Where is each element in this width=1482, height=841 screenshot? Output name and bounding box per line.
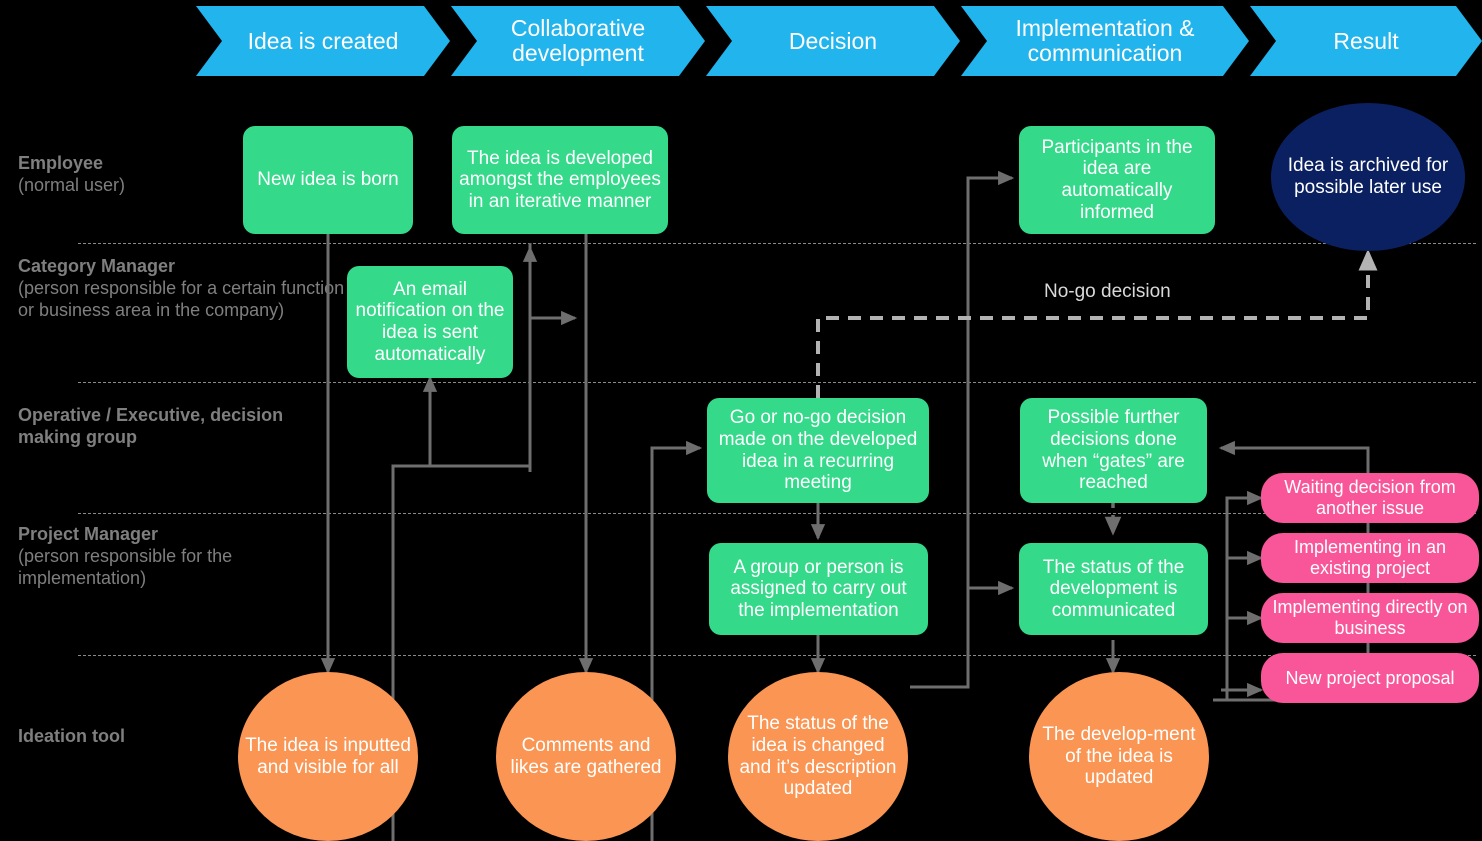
edge-to-waiting-decision (1225, 490, 1264, 700)
node-label: Waiting decision from another issue (1284, 477, 1456, 518)
edge-label-no-go-decision: No-go decision (1044, 281, 1171, 302)
lane-divider-employee-category (78, 243, 1476, 244)
lane-title: Operative / Executive, decision making g… (18, 405, 284, 447)
phase-label: Collaborative development (510, 15, 646, 66)
lane-subtitle: (person responsible for a certain functi… (18, 277, 345, 320)
phase-label: Idea is created (247, 27, 399, 54)
lane-title: Project Manager (18, 524, 159, 544)
phase-label: Implementation & communication (1015, 15, 1195, 66)
node-label: The develop-ment of the idea is updated (1042, 724, 1196, 789)
node-label: A group or person is assigned to carry o… (730, 556, 907, 621)
phase-chevron-result[interactable]: Result (1250, 6, 1482, 76)
lane-subtitle: (person responsible for the implementati… (18, 545, 233, 588)
node-email-notification-sent-automatically[interactable]: An email notification on the idea is sen… (347, 266, 513, 378)
node-status-of-development-communicated[interactable]: The status of the development is communi… (1019, 543, 1208, 635)
lane-label-category-manager: Category Manager (person responsible for… (18, 256, 348, 322)
lane-title: Ideation tool (18, 726, 125, 746)
node-label: Implementing directly on business (1272, 597, 1468, 638)
node-go-or-no-go-decision[interactable]: Go or no-go decision made on the develop… (707, 398, 929, 503)
node-label: An email notification on the idea is sen… (355, 278, 505, 365)
node-label: The idea is inputted and visible for all (245, 734, 411, 778)
lane-label-operative-executive: Operative / Executive, decision making g… (18, 405, 318, 449)
node-development-of-idea-updated[interactable]: The develop-ment of the idea is updated (1029, 672, 1209, 841)
node-label: The idea is developed amongst the employ… (459, 147, 661, 212)
lane-divider-operative-project (78, 513, 1476, 514)
phase-label: Decision (788, 27, 878, 54)
node-label: Possible further decisions done when “ga… (1042, 407, 1185, 494)
node-comments-and-likes-gathered[interactable]: Comments and likes are gathered (496, 672, 676, 841)
phase-chevron-idea-is-created[interactable]: Idea is created (196, 6, 450, 76)
node-label: Comments and likes are gathered (510, 734, 662, 778)
lane-title: Employee (18, 153, 104, 173)
node-implementing-directly-on-business[interactable]: Implementing directly on business (1261, 593, 1479, 643)
lane-label-employee: Employee (normal user) (18, 153, 348, 197)
lane-label-ideation-tool: Ideation tool (18, 726, 348, 748)
node-status-of-idea-changed[interactable]: The status of the idea is changed and it… (728, 672, 908, 841)
phase-header-bar: Idea is created Collaborative developmen… (0, 0, 1482, 82)
phase-chevron-decision[interactable]: Decision (706, 6, 960, 76)
node-label: The status of the development is communi… (1042, 556, 1185, 621)
lane-divider-project-ideation (78, 655, 1476, 656)
node-implementing-in-existing-project[interactable]: Implementing in an existing project (1261, 533, 1479, 583)
node-possible-further-decisions-gates[interactable]: Possible further decisions done when “ga… (1020, 398, 1207, 503)
node-new-project-proposal[interactable]: New project proposal (1261, 653, 1479, 703)
node-participants-automatically-informed[interactable]: Participants in the idea are automatical… (1019, 126, 1215, 234)
lane-title: Category Manager (18, 256, 176, 276)
phase-chevron-implementation-communication[interactable]: Implementation & communication (961, 6, 1249, 76)
node-label: New project proposal (1285, 667, 1455, 688)
node-new-idea-is-born[interactable]: New idea is born (243, 126, 413, 234)
node-idea-archived-for-later-use[interactable]: Idea is archived for possible later use (1271, 103, 1465, 251)
node-waiting-decision-another-issue[interactable]: Waiting decision from another issue (1261, 473, 1479, 523)
phase-chevron-collaborative-development[interactable]: Collaborative development (451, 6, 705, 76)
lane-label-project-manager: Project Manager (person responsible for … (18, 524, 268, 590)
node-idea-developed-amongst-employees[interactable]: The idea is developed amongst the employ… (452, 126, 668, 234)
phase-label: Result (1333, 27, 1399, 54)
edge-no-go-to-archived (816, 248, 1378, 398)
node-label: Idea is archived for possible later use (1287, 155, 1449, 198)
lane-divider-category-operative (78, 382, 1476, 383)
node-idea-inputted-visible-for-all[interactable]: The idea is inputted and visible for all (238, 672, 418, 841)
node-label: Implementing in an existing project (1293, 537, 1447, 578)
node-label: Go or no-go decision made on the develop… (718, 407, 918, 494)
lane-subtitle: (normal user) (18, 174, 126, 195)
node-label: The status of the idea is changed and it… (739, 713, 897, 800)
node-label: New idea is born (257, 169, 399, 191)
node-group-or-person-assigned[interactable]: A group or person is assigned to carry o… (709, 543, 928, 635)
node-label: Participants in the idea are automatical… (1041, 136, 1193, 223)
